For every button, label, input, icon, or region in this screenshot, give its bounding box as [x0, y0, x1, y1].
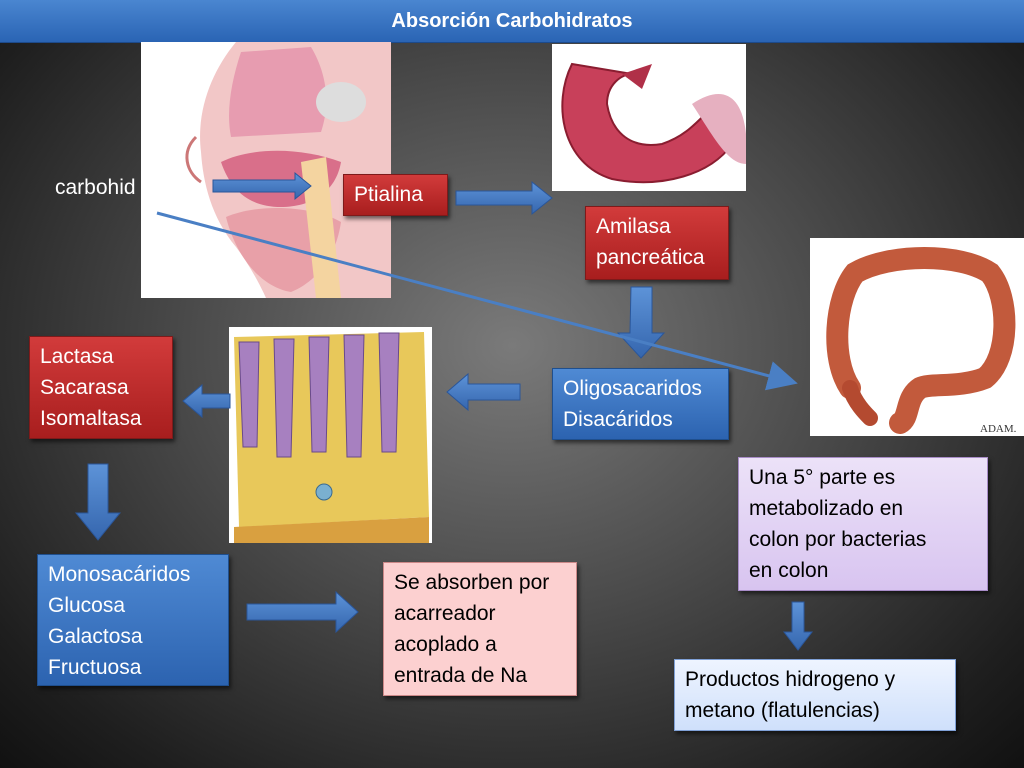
oligosacaridos-box: Oligosacaridos Disacáridos — [552, 368, 729, 440]
colon-line-3: colon por bacterias — [749, 528, 927, 551]
villi-image — [229, 327, 432, 543]
productos-line-2: metano (flatulencias) — [685, 699, 880, 722]
colon-bacteria-box: Una 5° parte es metabolizado en colon po… — [738, 457, 988, 591]
carbohidratos-label: carbohid — [55, 176, 136, 199]
arrow-oligo-to-villi — [446, 372, 521, 412]
oligo-line-2: Disacáridos — [563, 408, 673, 431]
mono-line-2: Glucosa — [48, 594, 126, 617]
absorben-line-4: entrada de Na — [394, 664, 528, 687]
colon-line-4: en colon — [749, 559, 829, 582]
arrow-ptialina-to-amilasa — [455, 180, 553, 216]
enzimas-box: Lactasa Sacarasa Isomaltasa — [29, 336, 173, 439]
villi-illustration — [229, 327, 432, 543]
duodenum-illustration — [552, 44, 746, 191]
mouth-image — [141, 42, 391, 298]
productos-line-1: Productos hidrogeno y — [685, 668, 896, 691]
mono-line-1: Monosacáridos — [48, 563, 191, 586]
colon-illustration: ADAM. — [810, 238, 1024, 436]
ptialina-text: Ptialina — [354, 183, 423, 206]
arrow-amilasa-to-oligo — [616, 286, 666, 359]
adam-credit: ADAM. — [980, 423, 1017, 435]
arrow-colon-to-productos — [782, 601, 814, 651]
mono-line-3: Galactosa — [48, 625, 143, 648]
arrow-villi-to-enzimas — [182, 383, 231, 419]
amilasa-box: Amilasa pancreática — [585, 206, 729, 280]
monosacaridos-box: Monosacáridos Glucosa Galactosa Fructuos… — [37, 554, 229, 686]
arrow-enzimas-to-mono — [74, 463, 122, 541]
mouth-illustration — [141, 42, 391, 298]
absorben-line-1: Se absorben por — [394, 571, 550, 594]
ptialina-box: Ptialina — [343, 174, 448, 216]
arrow-mono-to-absorben — [246, 590, 359, 634]
mono-line-4: Fructuosa — [48, 656, 142, 679]
amilasa-line-2: pancreática — [596, 246, 705, 269]
absorben-box: Se absorben por acarreador acoplado a en… — [383, 562, 577, 696]
enzimas-line-1: Lactasa — [40, 345, 114, 368]
oligo-line-1: Oligosacaridos — [563, 377, 702, 400]
enzimas-line-2: Sacarasa — [40, 376, 129, 399]
amilasa-line-1: Amilasa — [596, 215, 671, 238]
productos-box: Productos hidrogeno y metano (flatulenci… — [674, 659, 956, 731]
colon-line-1: Una 5° parte es — [749, 466, 896, 489]
slide-title: Absorción Carbohidratos — [0, 0, 1024, 43]
colon-image: ADAM. — [810, 238, 1024, 436]
enzimas-line-3: Isomaltasa — [40, 407, 142, 430]
colon-line-2: metabolizado en — [749, 497, 904, 520]
absorben-line-3: acoplado a — [394, 633, 497, 656]
duodenum-image — [552, 44, 746, 191]
absorben-line-2: acarreador — [394, 602, 496, 625]
